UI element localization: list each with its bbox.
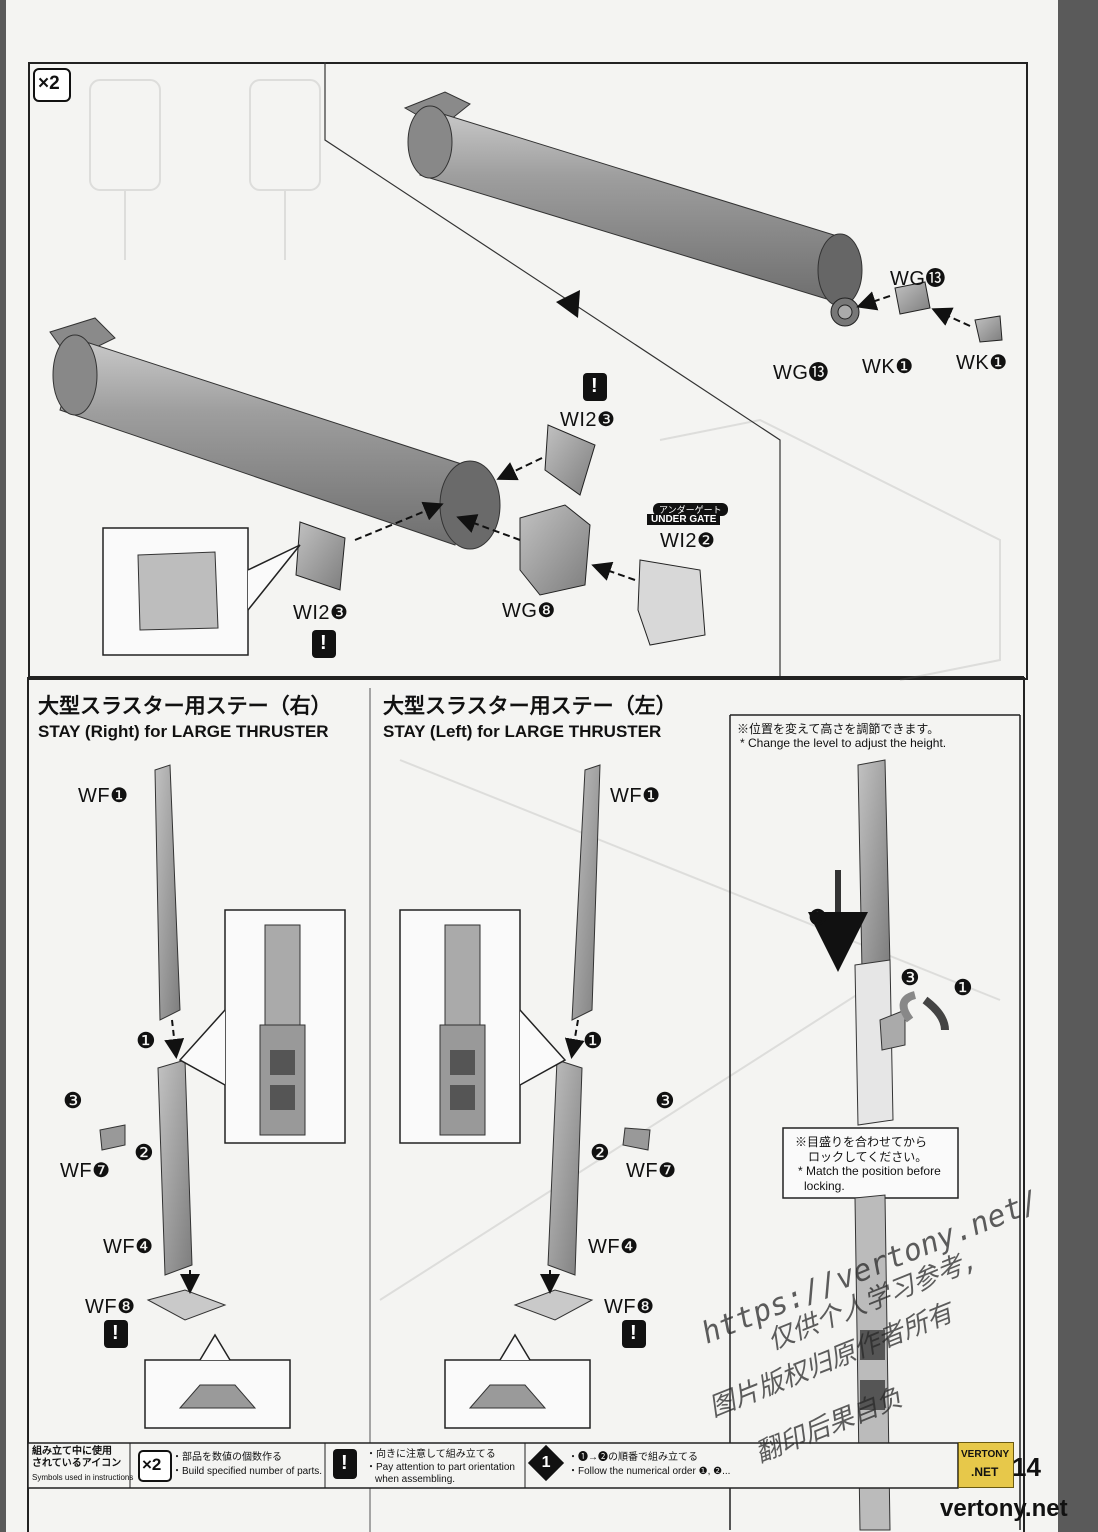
lock-note-jp-1: ※目盛りを合わせてから [795, 1135, 928, 1149]
x2-desc-jp: ・部品を数値の個数作る [172, 1452, 282, 1463]
attention-desc-en-1: ・Pay attention to part orientation [366, 1462, 515, 1473]
order-desc-jp: ・❶→❷の順番で組み立てる [568, 1452, 698, 1463]
stay-right-step-1: ❶ [136, 1028, 156, 1053]
under-gate-en-badge: UNDER GATE [647, 514, 721, 525]
upper-thruster-assembly [403, 91, 1003, 343]
stay-left-label-wf7: WF❼ [626, 1160, 677, 1182]
upper-assembly-frame [28, 62, 1028, 680]
footer-attention-text: ! [341, 1452, 348, 1474]
attention-desc-en-2: when assembling. [375, 1474, 456, 1485]
under-gate-jp-badge: アンダーゲート [653, 503, 728, 516]
view-direction-triangle [556, 290, 580, 318]
part-label-wk1-right: WK❶ [956, 352, 1008, 374]
x2-desc-en: ・Build specified number of parts. [172, 1466, 323, 1477]
stay-left-label-wf1: WF❶ [610, 785, 661, 807]
adjust-step-1: ❶ [953, 975, 973, 1000]
attention-desc-jp: ・向きに注意して組み立てる [366, 1449, 496, 1460]
part-label-wg13-left: WG⓭ [773, 362, 829, 384]
part-label-wg13-right: WG⓭ [890, 268, 946, 290]
footer-x2-text: ×2 [142, 1455, 162, 1474]
stay-right-step-3: ❸ [63, 1088, 83, 1113]
adjust-note-en: * Change the level to adjust the height. [740, 736, 947, 750]
footer-bar [27, 1442, 959, 1489]
part-label-wk1-mid: WK❶ [862, 356, 914, 378]
part-label-wi2-3-bottom: WI2❸ [293, 602, 349, 624]
part-label-wg8: WG❽ [502, 600, 556, 622]
footer-x2-icon: ×2 [138, 1450, 172, 1482]
legend-jp-1: 組み立て中に使用 [32, 1446, 112, 1457]
stay-left-label-wf4: WF❹ [588, 1236, 639, 1258]
page-number: 14 [1012, 1452, 1041, 1482]
stay-right-attention-icon: ! [104, 1320, 128, 1348]
adjust-note-jp: ※位置を変えて高さを調節できます。 [737, 722, 940, 736]
legend-jp-2: されているアイコン [32, 1458, 122, 1469]
quantity-x2-icon: ×2 [33, 68, 71, 102]
stay-right-label-wf8: WF❽ [85, 1296, 136, 1318]
lock-note-en-2: locking. [804, 1179, 845, 1193]
lock-note-en-1: * Match the position before [798, 1164, 941, 1178]
stay-right-diagram [99, 764, 346, 1429]
wi2-detail-callout [102, 527, 301, 656]
stay-right-label-wf4: WF❹ [103, 1236, 154, 1258]
lower-thruster-assembly [49, 317, 706, 646]
stay-right-step-2: ❷ [134, 1140, 154, 1165]
stay-left-title-en: STAY (Left) for LARGE THRUSTER [383, 722, 662, 741]
legend-en: Symbols used in instructions [32, 1473, 134, 1482]
stay-left-step-2: ❷ [590, 1140, 610, 1165]
adjust-step-2: ❷ [808, 905, 828, 930]
adjust-step-3: ❸ [900, 965, 920, 990]
stay-right-title-en: STAY (Right) for LARGE THRUSTER [38, 722, 329, 741]
watermark-logo-line-1: VERTONY [961, 1449, 1010, 1460]
watermark-footer-url: vertony.net [940, 1495, 1068, 1522]
watermark-logo-line-2: .NET [971, 1465, 999, 1479]
stay-left-step-1: ❶ [583, 1028, 603, 1053]
part-label-wi2-3-top: WI2❸ [560, 409, 616, 431]
stay-right-label-wf7: WF❼ [60, 1160, 111, 1182]
quantity-x2-text: ×2 [38, 73, 60, 94]
stay-left-label-wf8: WF❽ [604, 1296, 655, 1318]
footer-order-text: 1 [541, 1453, 551, 1471]
stay-left-diagram [399, 764, 651, 1429]
attention-icon-bottom: ! [312, 630, 336, 658]
part-label-wi2-2: WI2❷ [660, 530, 716, 552]
stay-left-title-jp: 大型スラスター用ステー（左） [383, 695, 677, 718]
watermark-logo: VERTONY .NET [958, 1442, 1014, 1488]
stay-right-title-jp: 大型スラスター用ステー（右） [38, 695, 332, 718]
attention-icon-top: ! [583, 373, 607, 401]
stay-left-attention-icon: ! [622, 1320, 646, 1348]
order-desc-en: ・Follow the numerical order ❶, ❷... [568, 1466, 731, 1477]
stay-left-step-3: ❸ [655, 1088, 675, 1113]
stay-right-label-wf1: WF❶ [78, 785, 129, 807]
step-separator-line [324, 62, 781, 676]
lock-note-jp-2: ロックしてください。 [808, 1150, 928, 1164]
footer-attention-icon: ! [333, 1449, 357, 1479]
